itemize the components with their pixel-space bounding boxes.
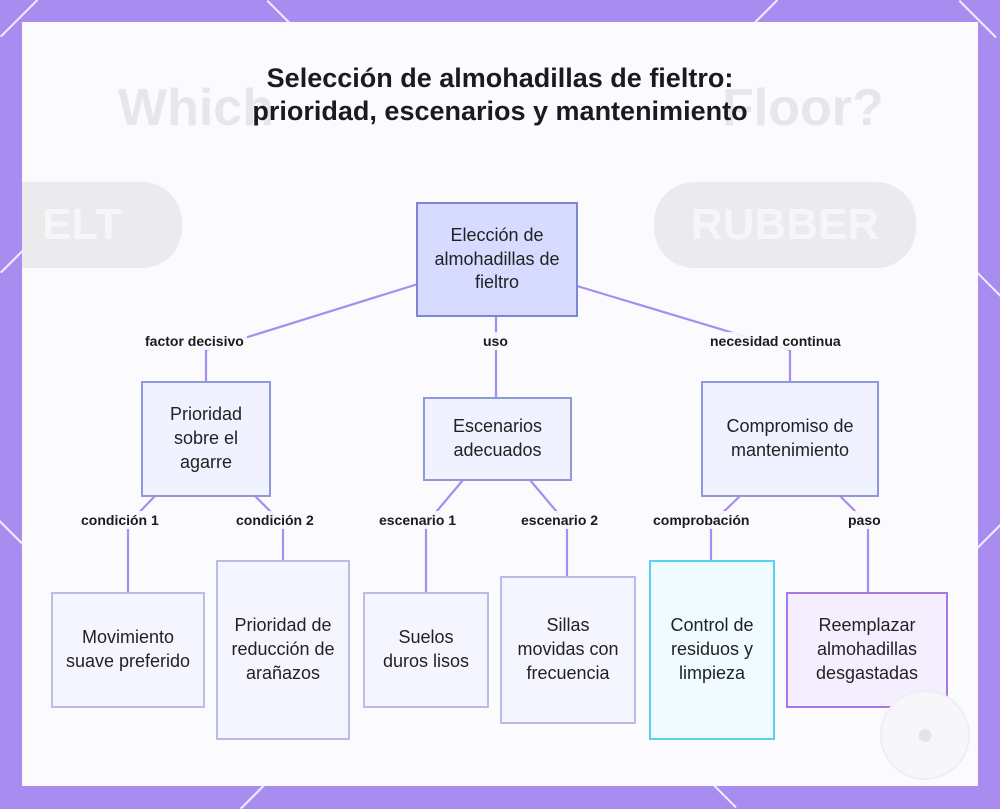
edge-scenarios-floors xyxy=(426,480,463,593)
node-floors: Suelos duros lisos xyxy=(363,592,489,708)
edge-label-cond2: condición 2 xyxy=(233,511,317,529)
edge-label-factor: factor decisivo xyxy=(142,332,247,350)
node-chairs: Sillas movidas con frecuencia xyxy=(500,576,636,724)
node-debris: Control de residuos y limpieza xyxy=(649,560,775,740)
edge-label-necesidad: necesidad continua xyxy=(707,332,844,350)
node-maintenance: Compromiso de mantenimiento xyxy=(701,381,879,497)
edge-label-comprobacion: comprobación xyxy=(650,511,752,529)
node-smooth: Movimiento suave preferido xyxy=(51,592,205,708)
edge-label-uso: uso xyxy=(480,332,511,350)
edge-label-esc1: escenario 1 xyxy=(376,511,459,529)
node-scratch: Prioridad de reducción de arañazos xyxy=(216,560,350,740)
edge-label-cond1: condición 1 xyxy=(78,511,162,529)
watermark-badge-icon: ● xyxy=(880,690,970,780)
node-root: Elección de almohadillas de fieltro xyxy=(416,202,578,317)
node-scenarios: Escenarios adecuados xyxy=(423,397,572,481)
edge-label-paso: paso xyxy=(845,511,884,529)
node-priority: Prioridad sobre el agarre xyxy=(141,381,271,497)
edge-label-esc2: escenario 2 xyxy=(518,511,601,529)
